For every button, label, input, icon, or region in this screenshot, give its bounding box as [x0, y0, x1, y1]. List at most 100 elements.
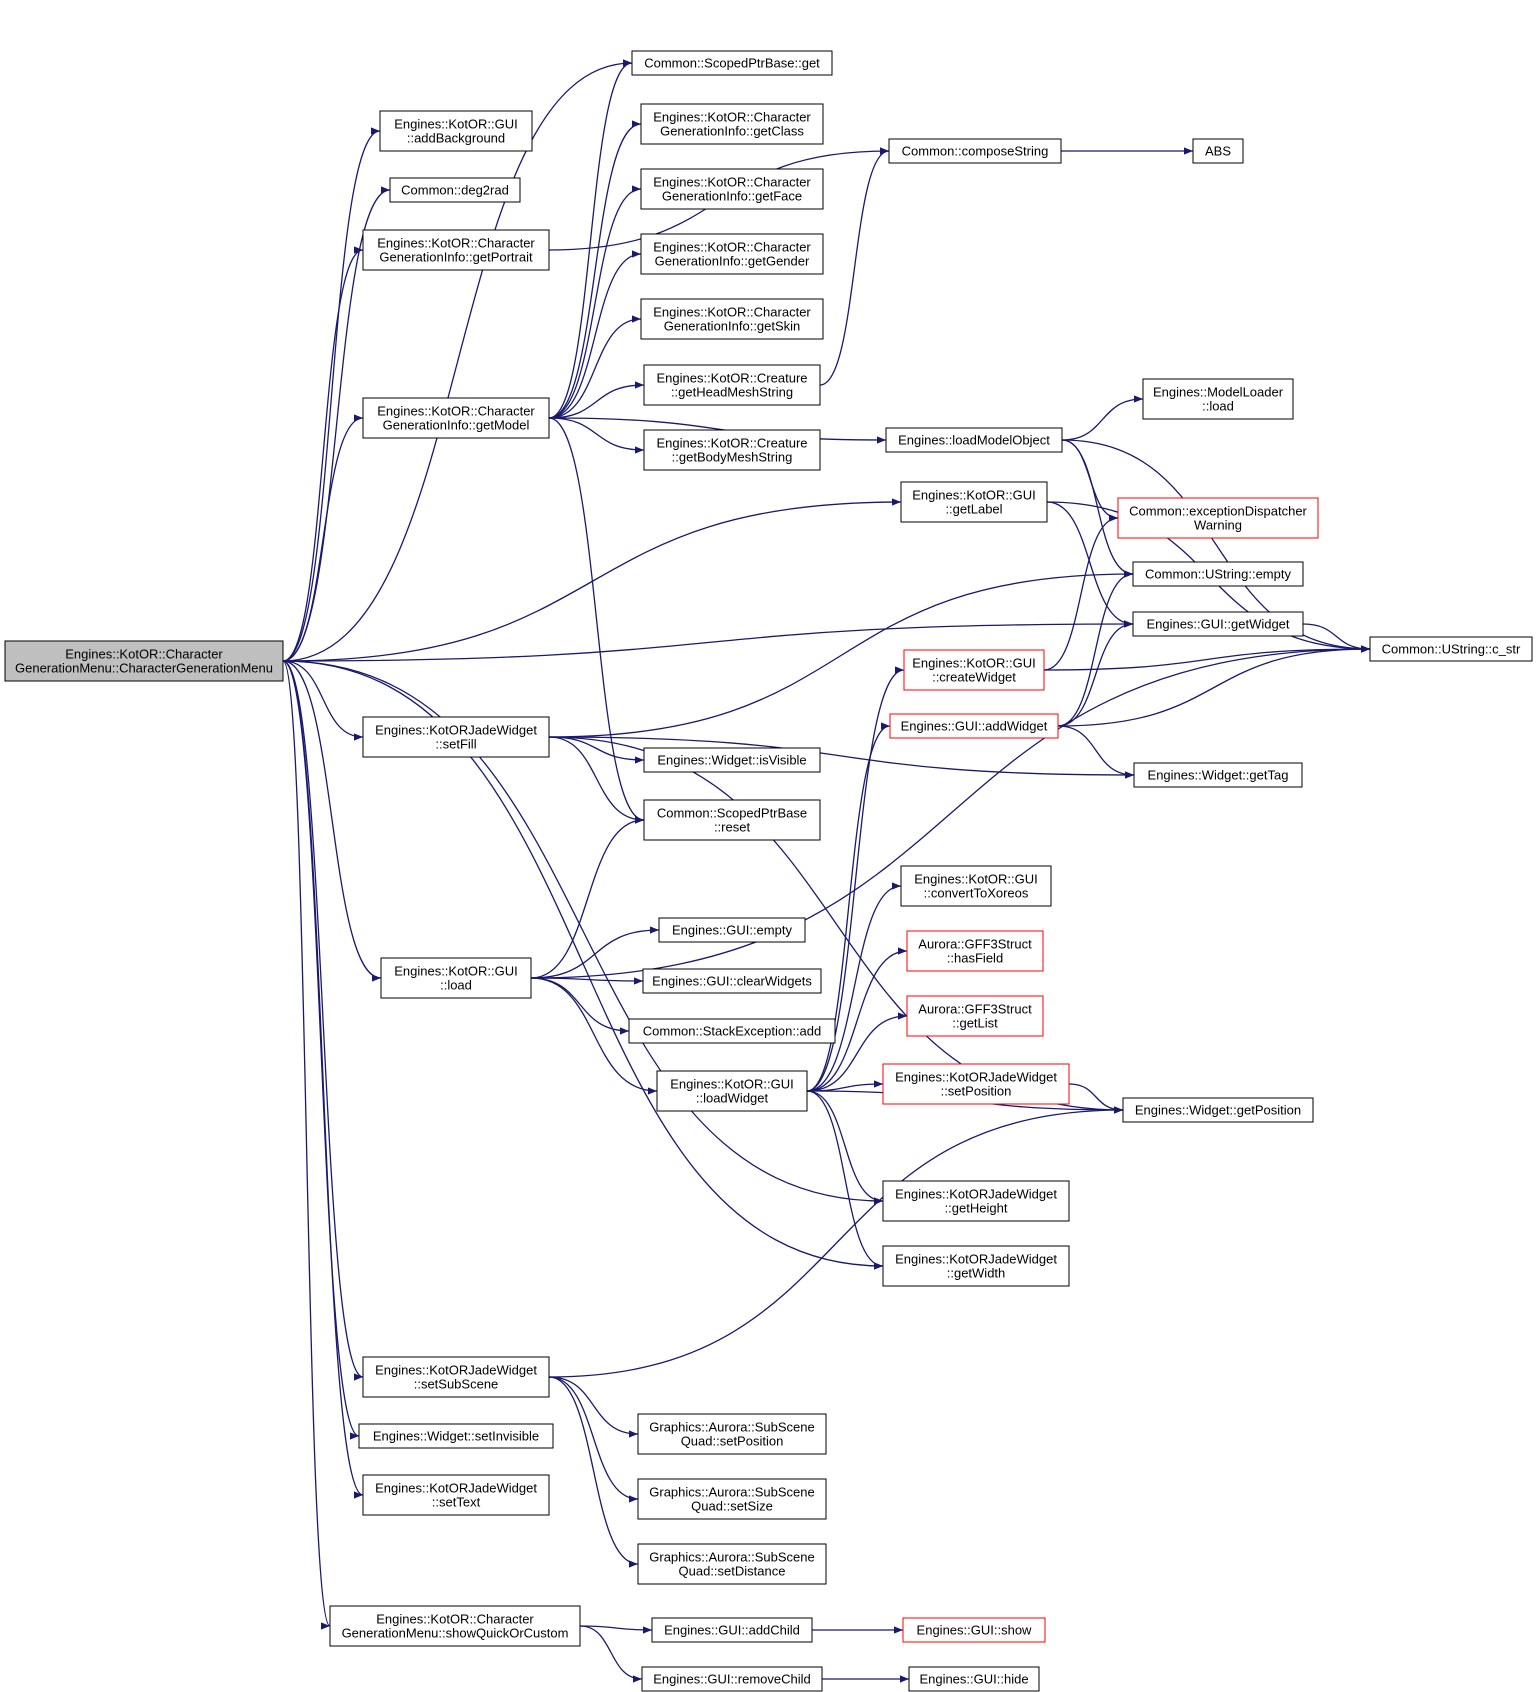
node-box: [362, 1474, 550, 1516]
node-label: Common::ScopedPtrBase: [657, 806, 807, 821]
edge-root-to-setText: [282, 660, 364, 1499]
node-label: Graphics::Aurora::SubScene: [649, 1420, 814, 1435]
edge-guiLoad-to-cstr: [530, 645, 1371, 979]
node-box: [651, 1617, 813, 1643]
node-loadModelObject[interactable]: Engines::loadModelObject: [885, 427, 1063, 453]
node-getPortrait[interactable]: Engines::KotOR::CharacterGenerationInfo:…: [362, 229, 550, 271]
node-label: Engines::KotOR::GUI: [912, 488, 1036, 503]
node-getHeight[interactable]: Engines::KotORJadeWidget::getHeight: [882, 1180, 1070, 1222]
node-label: GenerationMenu::CharacterGenerationMenu: [15, 661, 273, 676]
node-isVisible[interactable]: Engines::Widget::isVisible: [643, 747, 821, 773]
edge-root-to-scopedGet: [282, 59, 633, 662]
node-label: Engines::Widget::getTag: [1148, 768, 1289, 783]
node-label: GenerationInfo::getFace: [662, 189, 802, 204]
node-label: Common::ScopedPtrBase::get: [644, 56, 820, 71]
node-getBodyMesh[interactable]: Engines::KotOR::Creature::getBodyMeshStr…: [643, 429, 821, 471]
edge-loadWidget-to-hasField: [806, 947, 908, 1092]
node-hasField[interactable]: Aurora::GFF3Struct::hasField: [906, 930, 1044, 972]
edge-root-to-showQuick: [282, 660, 331, 1630]
node-label: Aurora::GFF3Struct: [918, 937, 1032, 952]
node-composeString[interactable]: Common::composeString: [888, 138, 1062, 164]
node-label: Warning: [1194, 518, 1242, 533]
node-box: [1192, 138, 1244, 164]
node-box: [889, 713, 1059, 739]
node-label: Engines::KotOR::Character: [377, 236, 535, 251]
node-label: ::load: [440, 978, 472, 993]
edge-getModel-to-getHeadMesh: [548, 381, 645, 419]
node-guiHide[interactable]: Engines::GUI::hide: [908, 1666, 1040, 1692]
node-getClass[interactable]: Engines::KotOR::CharacterGenerationInfo:…: [640, 103, 824, 145]
node-stackAdd[interactable]: Common::StackException::add: [628, 1018, 836, 1044]
node-box: [885, 427, 1063, 453]
node-box: [628, 1018, 836, 1044]
node-label: Quad::setDistance: [679, 1564, 786, 1579]
node-addChild[interactable]: Engines::GUI::addChild: [651, 1617, 813, 1643]
edge-getModel-to-scopedGet: [548, 59, 633, 419]
node-getPosition[interactable]: Engines::Widget::getPosition: [1122, 1097, 1314, 1123]
node-label: ::loadWidget: [696, 1091, 769, 1106]
node-ustringEmpty[interactable]: Common::UString::empty: [1132, 561, 1304, 587]
edge-root-to-setFill: [282, 660, 364, 741]
node-getWidth[interactable]: Engines::KotORJadeWidget::getWidth: [882, 1245, 1070, 1287]
node-abs[interactable]: ABS: [1192, 138, 1244, 164]
node-getLabel[interactable]: Engines::KotOR::GUI::getLabel: [900, 481, 1048, 523]
node-deg2rad[interactable]: Common::deg2rad: [389, 177, 521, 203]
node-addBackground[interactable]: Engines::KotOR::GUI::addBackground: [379, 110, 533, 152]
node-getFace[interactable]: Engines::KotOR::CharacterGenerationInfo:…: [640, 168, 824, 210]
node-guiLoad[interactable]: Engines::KotOR::GUI::load: [380, 957, 532, 999]
node-setInvisible[interactable]: Engines::Widget::setInvisible: [358, 1423, 554, 1449]
node-box: [658, 917, 806, 943]
node-ssSetDistance[interactable]: Graphics::Aurora::SubSceneQuad::setDista…: [637, 1543, 827, 1585]
edge-loadWidget-to-convertToXoreos: [806, 882, 902, 1092]
node-getGender[interactable]: Engines::KotOR::CharacterGenerationInfo:…: [640, 233, 824, 275]
node-box: [631, 50, 833, 76]
node-box: [358, 1423, 554, 1449]
node-label: ::createWidget: [932, 670, 1016, 685]
node-guiEmpty[interactable]: Engines::GUI::empty: [658, 917, 806, 943]
node-label: Engines::KotOR::GUI: [394, 964, 518, 979]
edge-getModel-to-scopedReset: [548, 417, 645, 824]
node-label: Engines::KotOR::GUI: [912, 656, 1036, 671]
node-box: [643, 799, 821, 841]
node-showQuick[interactable]: Engines::KotOR::CharacterGenerationMenu:…: [329, 1605, 581, 1647]
node-getHeadMesh[interactable]: Engines::KotOR::Creature::getHeadMeshStr…: [643, 364, 821, 406]
node-ssSetPosition[interactable]: Graphics::Aurora::SubSceneQuad::setPosit…: [637, 1413, 827, 1455]
node-removeChild[interactable]: Engines::GUI::removeChild: [641, 1666, 823, 1692]
node-getWidget[interactable]: Engines::GUI::getWidget: [1132, 611, 1304, 637]
node-addWidget[interactable]: Engines::GUI::addWidget: [889, 713, 1059, 739]
node-scopedReset[interactable]: Common::ScopedPtrBase::reset: [643, 799, 821, 841]
node-box: [906, 930, 1044, 972]
node-clearWidgets[interactable]: Engines::GUI::clearWidgets: [642, 968, 822, 994]
node-cstr[interactable]: Common::UString::c_str: [1369, 636, 1533, 662]
node-setText[interactable]: Engines::KotORJadeWidget::setText: [362, 1474, 550, 1516]
node-setSubScene[interactable]: Engines::KotORJadeWidget::setSubScene: [362, 1356, 550, 1398]
node-root[interactable]: Engines::KotOR::CharacterGenerationMenu:…: [4, 640, 284, 682]
node-guiShow[interactable]: Engines::GUI::show: [902, 1617, 1046, 1643]
node-scopedGet[interactable]: Common::ScopedPtrBase::get: [631, 50, 833, 76]
node-getList[interactable]: Aurora::GFF3Struct::getList: [906, 995, 1044, 1037]
node-label: GenerationInfo::getSkin: [664, 319, 801, 334]
node-getTag[interactable]: Engines::Widget::getTag: [1133, 762, 1303, 788]
node-box: [641, 1666, 823, 1692]
node-getSkin[interactable]: Engines::KotOR::CharacterGenerationInfo:…: [640, 298, 824, 340]
node-setFill[interactable]: Engines::KotORJadeWidget::setFill: [362, 716, 550, 758]
node-createWidget[interactable]: Engines::KotOR::GUI::createWidget: [903, 649, 1045, 691]
edge-getModel-to-getClass: [548, 120, 642, 419]
node-modelLoaderLoad[interactable]: Engines::ModelLoader::load: [1142, 378, 1294, 420]
edge-guiLoad-to-loadWidget: [530, 977, 658, 1095]
node-convertToXoreos[interactable]: Engines::KotOR::GUI::convertToXoreos: [900, 865, 1052, 907]
node-loadWidget[interactable]: Engines::KotOR::GUI::loadWidget: [656, 1070, 808, 1112]
node-getModel[interactable]: Engines::KotOR::CharacterGenerationInfo:…: [362, 397, 550, 439]
node-box: [380, 957, 532, 999]
node-label: ::setSubScene: [414, 1377, 499, 1392]
edge-createWidget-to-cstr: [1043, 645, 1371, 671]
node-label: Engines::GUI::show: [917, 1623, 1032, 1638]
edge-setSubScene-to-getPosition: [548, 1106, 1124, 1378]
node-label: ::getHeadMeshString: [671, 385, 793, 400]
node-label: ::getList: [952, 1016, 998, 1031]
node-label: Engines::KotORJadeWidget: [895, 1252, 1057, 1267]
edge-root-to-getModel: [282, 414, 364, 662]
node-jwSetPosition[interactable]: Engines::KotORJadeWidget::setPosition: [882, 1063, 1070, 1105]
